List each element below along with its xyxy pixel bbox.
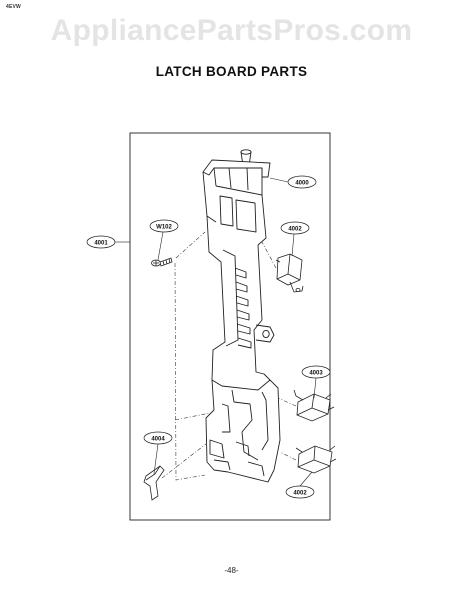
callout-4004: 4004 [143,431,173,445]
callout-4004-label: 4004 [151,436,165,442]
callout-4001: 4001 [86,235,116,249]
callout-w102-label: W102 [156,224,172,230]
switch-4002-top [275,253,304,293]
switch-4003 [293,389,335,422]
latch-board [202,149,281,483]
callout-4000: 4000 [287,175,317,189]
lever-4004 [143,465,165,501]
callout-4003-label: 4003 [309,370,323,376]
page-title: LATCH BOARD PARTS [155,64,308,79]
callout-4002-bottom-label: 4002 [293,490,307,496]
guide-lines [161,231,297,481]
callout-4002-bottom: 4002 [285,485,315,499]
page-number: -48- [224,566,239,575]
diagram-frame [129,132,331,521]
callout-4002-top-label: 4002 [288,226,302,232]
callout-4003: 4003 [301,365,331,379]
callout-4001-label: 4001 [94,240,108,246]
corner-mark: 4EVW [6,4,21,10]
callout-4000-label: 4000 [295,180,309,186]
callout-w102: W102 [149,219,179,233]
screw-w102 [151,257,173,267]
watermark: AppliancePartsPros.com [50,14,413,47]
leader-lines [115,177,317,487]
switch-4002-bottom [295,445,337,474]
callout-4002-top: 4002 [280,221,310,235]
